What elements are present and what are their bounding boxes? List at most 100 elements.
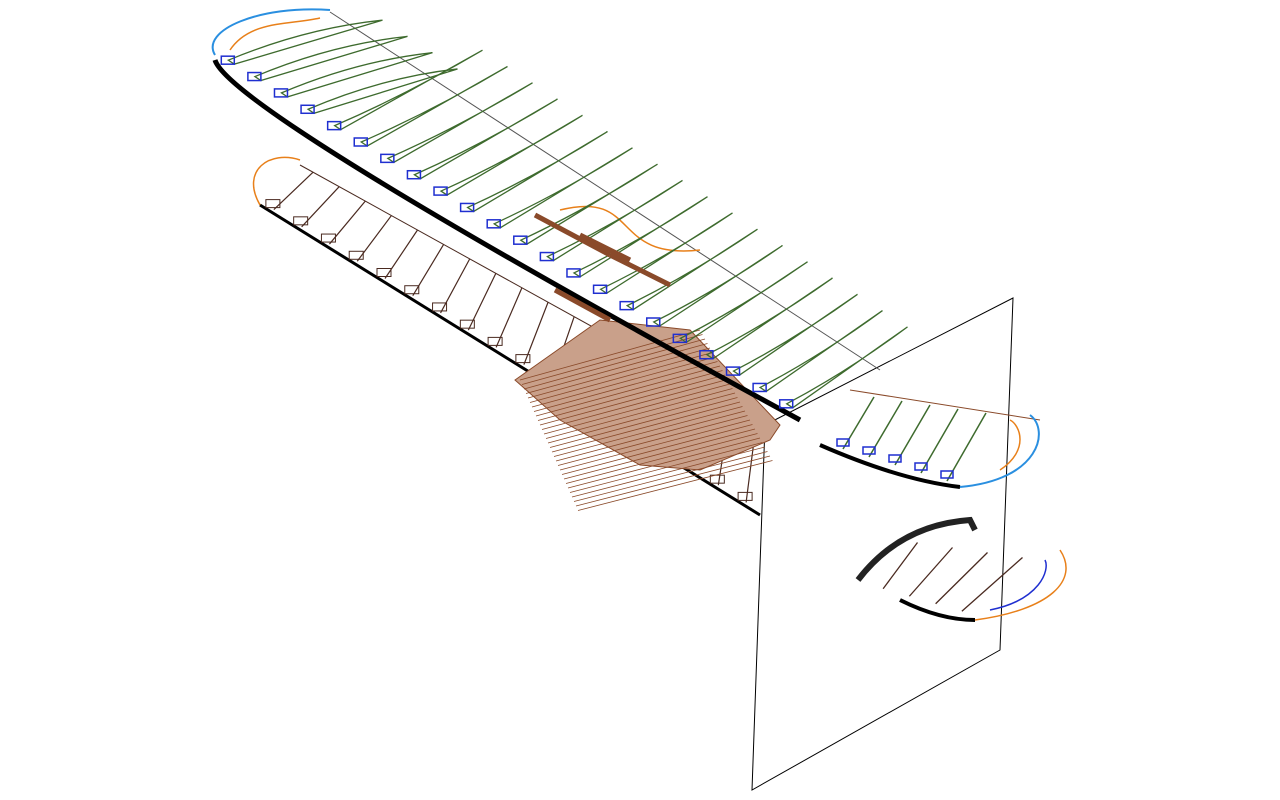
upper-spar-box	[646, 317, 661, 327]
aileron-spar	[533, 212, 612, 258]
lower-spar-box	[376, 268, 392, 277]
lower-wing-rib	[384, 229, 418, 279]
lower-spar-box	[348, 250, 364, 260]
right-section-rib	[842, 396, 875, 450]
upper-wing-rib	[599, 212, 733, 295]
upper-wing-rib	[546, 179, 683, 262]
sheeting-line	[523, 338, 706, 390]
upper-spar-box	[380, 153, 395, 164]
sheeting-line	[541, 379, 728, 430]
sheeting-line	[551, 401, 741, 453]
sheeting-line	[577, 460, 773, 511]
sheeting-line	[567, 437, 761, 489]
upper-wing-rib	[758, 310, 883, 393]
right-spar-box	[862, 446, 876, 455]
lower-wing-rib	[495, 287, 523, 348]
upper-wing-rib	[572, 196, 708, 278]
sheeting-line	[521, 334, 703, 385]
lower-wing-rib	[273, 171, 314, 211]
upper-spar-box	[752, 382, 767, 393]
lower-wing-rib	[412, 244, 445, 297]
tail-rib	[908, 547, 953, 597]
sheeting-line	[557, 415, 748, 466]
lower-wing-rib	[440, 258, 471, 314]
upper-wing-rib	[253, 35, 408, 82]
sheeting-line	[575, 455, 771, 507]
upper-spar-box	[778, 399, 794, 409]
aileron-spar	[578, 232, 632, 263]
upper-spar-box	[220, 55, 236, 65]
lower-wingtip	[252, 156, 301, 206]
aileron-spar	[553, 287, 612, 323]
aileron-spar	[608, 252, 672, 288]
upper-spar-box	[486, 219, 501, 229]
lower-wing-rib	[328, 200, 366, 245]
upper-spar-box	[592, 284, 608, 295]
sheeting-line	[561, 424, 753, 475]
sheeting-line	[559, 419, 751, 471]
upper-wing-rib	[333, 49, 483, 131]
upper-wing-rib	[652, 244, 783, 327]
right-section-rib	[868, 400, 903, 458]
upper-spar-box	[300, 104, 315, 115]
tail-tip-blue	[989, 559, 1047, 611]
sheeting-line	[565, 433, 758, 484]
upper-wing-rib	[519, 163, 658, 245]
lower-spar-box	[709, 474, 725, 484]
tail-section	[855, 516, 1067, 622]
lower-wing-rib	[523, 302, 549, 365]
right-spar-box	[888, 454, 902, 463]
upper-spar-box	[513, 235, 528, 245]
upper-spar-box	[459, 202, 475, 213]
upper-spar-box	[619, 300, 634, 311]
lower-spar-box	[487, 336, 503, 346]
sheeting-line	[573, 451, 768, 502]
lower-spar-box	[404, 285, 420, 295]
tail-rib	[935, 552, 988, 605]
sheeting-line	[535, 365, 721, 417]
right-wingtip-blue	[959, 414, 1040, 488]
upper-spar-box	[353, 137, 368, 147]
upper-leading-edge	[212, 59, 802, 423]
right-spar-box	[836, 438, 850, 447]
lower-wing-rib	[356, 215, 392, 262]
upper-wing-rib	[226, 19, 383, 65]
upper-wing-rib	[359, 65, 508, 147]
sheeting-line	[547, 392, 736, 444]
sheeting-line	[537, 370, 723, 421]
sheeting-line	[549, 397, 738, 448]
upper-wing	[211, 8, 908, 423]
upper-spar-box	[566, 268, 581, 278]
upper-wing-rib	[439, 114, 583, 196]
upper-wing-rib	[705, 277, 833, 360]
upper-spar-box	[539, 251, 555, 262]
lower-spar-box	[432, 302, 448, 312]
tail-leading-sheeting	[855, 516, 978, 582]
tail-rib	[882, 542, 919, 590]
sheeting-line	[563, 428, 756, 480]
lower-spar-box	[293, 216, 309, 226]
tail-bottom-edge	[899, 598, 976, 622]
upper-wing-rib	[280, 52, 433, 98]
upper-spar-box	[406, 169, 422, 180]
right-leading-edge	[819, 443, 961, 489]
upper-wing-rib	[679, 261, 808, 344]
tail-tip-orange	[974, 549, 1067, 621]
lower-spar-box	[737, 491, 753, 501]
sheeting-line	[569, 442, 763, 493]
section-plane	[751, 297, 1014, 791]
upper-trailing-edge	[329, 11, 881, 371]
right-trailing-edge	[849, 389, 1041, 421]
sheeting-line	[543, 383, 731, 435]
lower-wing-rib	[467, 273, 497, 331]
upper-spar-box	[326, 120, 342, 131]
upper-wing-rib	[785, 326, 908, 409]
right-section-rib	[946, 412, 987, 482]
upper-wing-rib	[306, 68, 458, 114]
upper-spar-box	[433, 186, 448, 196]
center-sheeting	[514, 319, 781, 511]
sheeting-line	[539, 374, 726, 426]
lower-spar-box	[265, 199, 281, 209]
upper-wing-rib	[732, 293, 858, 376]
